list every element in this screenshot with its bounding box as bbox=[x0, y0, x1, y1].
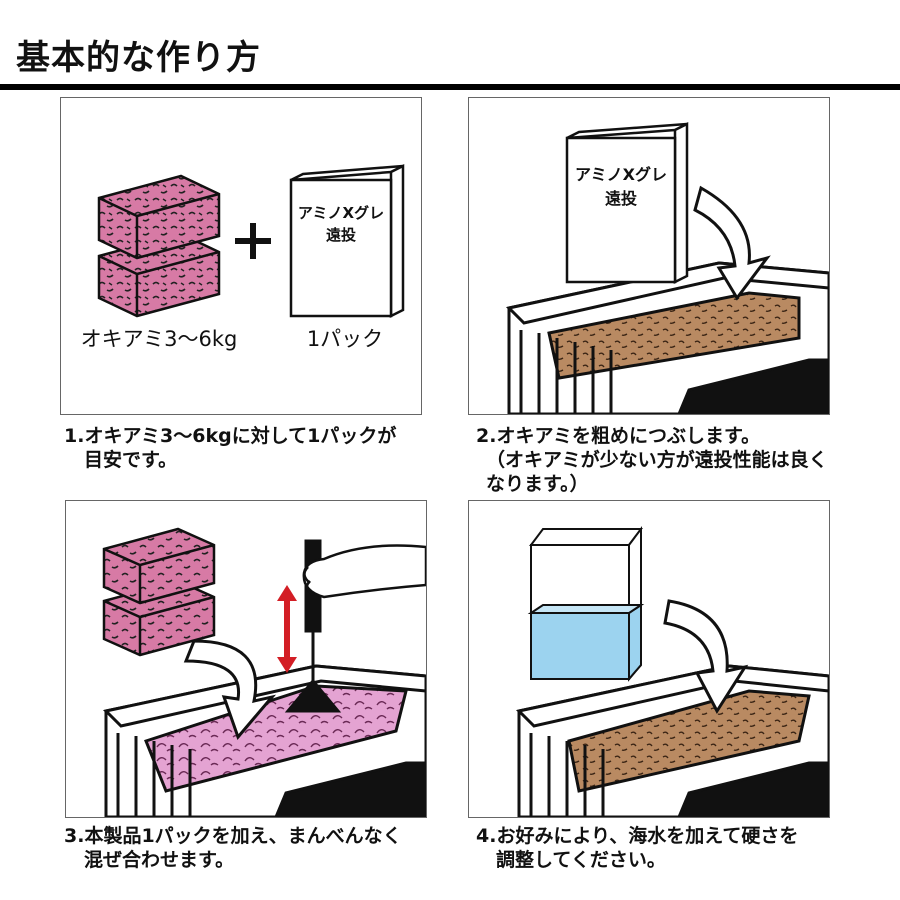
product-box-icon bbox=[565, 121, 689, 285]
krill-block-icon bbox=[97, 174, 221, 260]
caption-line: 2.オキアミを粗めにつぶします。 bbox=[476, 425, 761, 447]
krill-block-icon bbox=[102, 527, 216, 605]
box-label-line2: 遠投 bbox=[326, 226, 356, 244]
svg-text:遠投: 遠投 bbox=[605, 189, 637, 208]
svg-text:アミノXグレ: アミノXグレ bbox=[575, 165, 667, 184]
step-4-caption: 4.お好みにより、海水を加えて硬さを 調整してください。 bbox=[476, 824, 798, 872]
step-2-caption: 2.オキアミを粗めにつぶします。 （オキアミが少ない方が遠投性能は良く なります… bbox=[476, 424, 828, 496]
box-label-line2: 遠投 bbox=[605, 189, 637, 208]
title-divider bbox=[0, 84, 900, 90]
step-4-illustration bbox=[468, 500, 830, 818]
pack-count-label: 1パック bbox=[307, 327, 383, 351]
box-label-line1: アミノXグレ bbox=[298, 204, 384, 222]
caption-line: （オキアミが少ない方が遠投性能は良く bbox=[486, 449, 828, 471]
svg-text:遠投: 遠投 bbox=[326, 226, 356, 244]
caption-line: 1.オキアミ3〜6kgに対して1パックが bbox=[64, 425, 397, 447]
svg-text:アミノXグレ: アミノXグレ bbox=[298, 204, 384, 222]
bucket-icon bbox=[505, 261, 829, 414]
step-1-illustration: アミノXグレ 遠投 オキアミ3〜6kg 1パック bbox=[60, 97, 422, 415]
step-3-caption: 3.本製品1パックを加え、まんべんなく 混ぜ合わせます。 bbox=[64, 824, 402, 872]
hand-icon bbox=[302, 544, 426, 599]
caption-line: なります。） bbox=[486, 473, 589, 495]
product-box-icon bbox=[289, 163, 405, 319]
caption-line: 目安です。 bbox=[84, 449, 178, 471]
step-1-caption: 1.オキアミ3〜6kgに対して1パックが 目安です。 bbox=[64, 424, 396, 472]
caption-line: 3.本製品1パックを加え、まんべんなく bbox=[64, 825, 402, 847]
plus-icon bbox=[235, 223, 271, 259]
up-down-arrow-icon bbox=[277, 585, 297, 673]
pour-arrow-icon bbox=[663, 599, 749, 714]
step-3-illustration bbox=[65, 500, 427, 818]
bucket-icon bbox=[102, 664, 426, 817]
water-container-icon bbox=[527, 526, 645, 682]
caption-line: 調整してください。 bbox=[496, 849, 666, 871]
krill-amount-label: オキアミ3〜6kg bbox=[81, 327, 238, 351]
mix-arrow-icon bbox=[183, 639, 277, 740]
bucket-icon bbox=[515, 664, 829, 817]
page-title: 基本的な作り方 bbox=[16, 38, 261, 78]
caption-line: 混ぜ合わせます。 bbox=[84, 849, 235, 871]
step-2-illustration: アミノXグレ 遠投 bbox=[468, 97, 830, 415]
box-label-line1: アミノXグレ bbox=[575, 165, 667, 184]
caption-line: 4.お好みにより、海水を加えて硬さを bbox=[476, 825, 799, 847]
pour-arrow-icon bbox=[693, 185, 771, 301]
